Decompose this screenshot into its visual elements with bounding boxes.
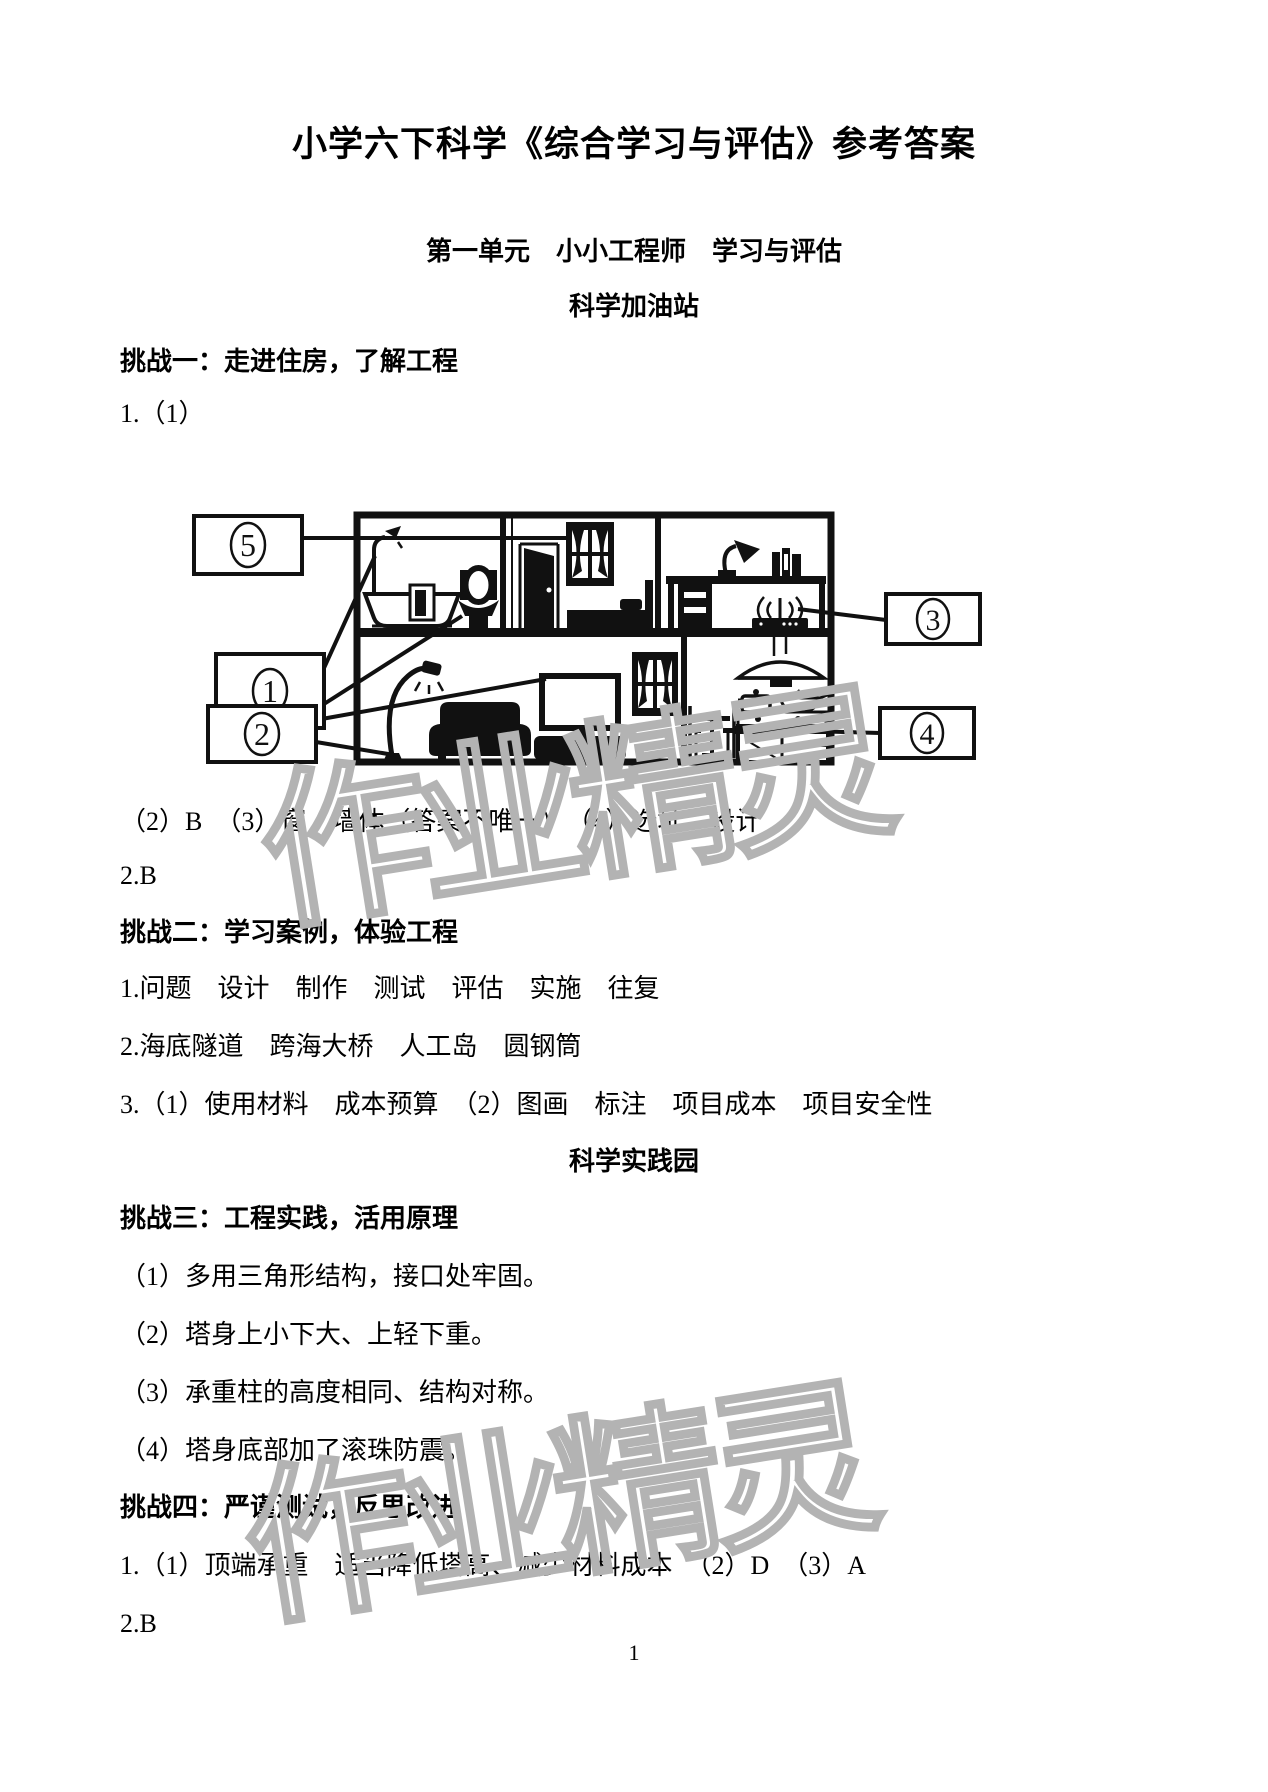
bedroom-window-icon (566, 522, 614, 586)
callout-3: 3 (884, 592, 982, 646)
callout-5: 5 (192, 514, 304, 576)
bathroom (362, 526, 499, 628)
unit-heading: 第一单元 小小工程师 学习与评估 (425, 236, 842, 266)
door-icon (518, 542, 560, 628)
challenge4-answer-2: 2.B (120, 1609, 157, 1638)
challenge3-answer-4: （4）塔身底部加了滚珠防震。 (120, 1436, 472, 1465)
callout-4-digit: 4 (920, 718, 935, 751)
floor-slab (354, 628, 834, 637)
range-hood-icon (732, 660, 830, 687)
challenge3-answer-3: （3）承重柱的高度相同、结构对称。 (120, 1378, 550, 1407)
question1-label: 1.（1） (120, 399, 205, 428)
desk-lamp-icon (718, 540, 760, 576)
bedroom (566, 522, 653, 628)
callout4-line (771, 728, 881, 735)
page-number: 1 (628, 1640, 640, 1665)
living-window-icon (632, 652, 678, 716)
challenge2-answer-3: 3.（1）使用材料 成本预算 （2）图画 标注 项目成本 项目安全性 (120, 1090, 933, 1119)
callout-3-digit: 3 (926, 604, 941, 637)
study (666, 540, 826, 629)
challenge2-answer-1: 1.问题 设计 制作 测试 评估 实施 往复 (120, 974, 660, 1003)
living-room (383, 652, 678, 762)
callout-1-digit: 1 (262, 673, 278, 709)
dining-table-icon (688, 706, 736, 758)
challenge1-answer-line: （2）B （3）窗 墙体（答案不唯一） （4）选址 设计 (120, 807, 762, 836)
challenge4-answer-1: 1.（1）顶端承重 适当降低塔高、减少材料成本 （2）D （3）A (120, 1551, 867, 1580)
callout1-line-a (322, 555, 377, 669)
callout-2-digit: 2 (254, 716, 270, 752)
callout2-line-b (315, 740, 395, 757)
challenge3-answer-2: （2）塔身上小下大、上轻下重。 (120, 1320, 498, 1349)
books-icon (772, 548, 801, 576)
stove-icon (736, 710, 828, 728)
desk-icon (666, 576, 826, 628)
callout1-line-b (322, 614, 464, 706)
challenge3-answer-1: （1）多用三角形结构，接口处牢固。 (120, 1262, 550, 1291)
towel-icon (408, 583, 436, 622)
callout-4: 4 (878, 706, 976, 760)
callout-5-digit: 5 (240, 527, 256, 563)
sofa-icon (429, 702, 531, 762)
kitchen (688, 637, 833, 764)
callout-boxes: 5 1 2 3 4 (192, 514, 982, 764)
station1-heading: 科学加油站 (568, 291, 699, 321)
challenge1-answer-2: 2.B (120, 861, 157, 890)
callout-lines (302, 536, 887, 757)
bed-icon (567, 580, 653, 628)
challenge3-heading: 挑战三：工程实践，活用原理 (120, 1203, 459, 1233)
wifi-router-icon (752, 596, 808, 629)
station2-heading: 科学实践园 (568, 1146, 699, 1176)
callout2-line-a (315, 677, 547, 722)
callout3-line (797, 607, 887, 622)
toilet-icon (458, 565, 499, 628)
house-diagram: 5 1 2 3 4 (192, 511, 982, 766)
challenge2-heading: 挑战二：学习案例，体验工程 (120, 917, 459, 947)
tv-icon (534, 673, 626, 760)
challenge4-heading: 挑战四：严谨测试，反思改进 (120, 1492, 459, 1522)
challenge1-heading: 挑战一：走进住房，了解工程 (120, 346, 459, 376)
challenge2-answer-2: 2.海底隧道 跨海大桥 人工岛 圆钢筒 (120, 1032, 582, 1061)
doc-title: 小学六下科学《综合学习与评估》参考答案 (291, 125, 976, 164)
callout-2: 2 (206, 704, 318, 764)
